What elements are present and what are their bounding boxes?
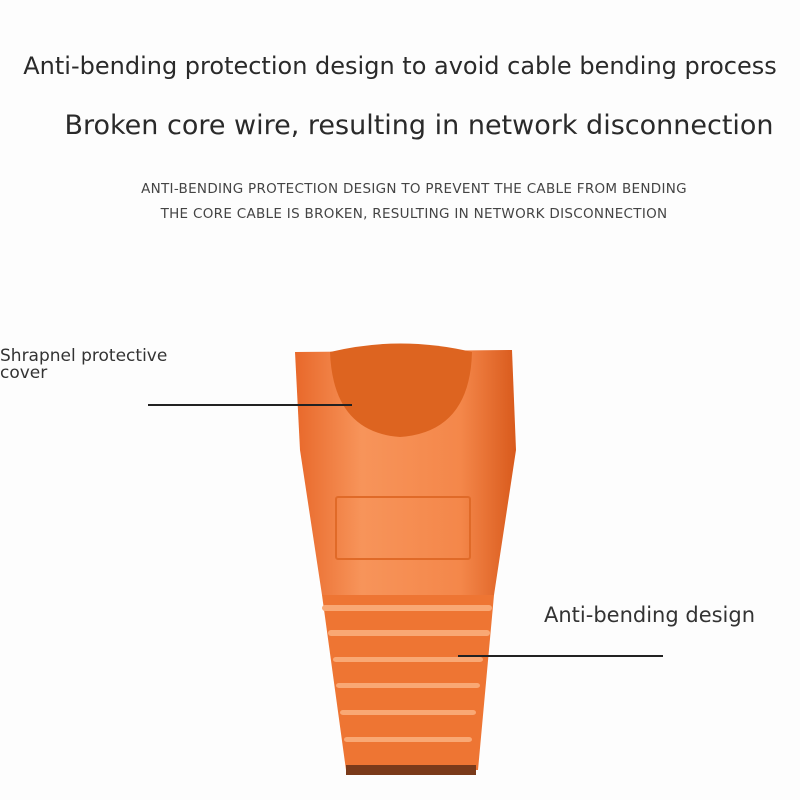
shrapnel-callout-line-2: cover (0, 363, 48, 383)
anti-bending-callout: Anti-bending design (544, 603, 756, 627)
anti-bending-ribs (322, 605, 492, 742)
label-panel (335, 496, 471, 560)
shrapnel-cover-dome (330, 343, 472, 437)
shrapnel-callout-line-1: Shrapnel protective (0, 346, 168, 366)
headline-line-1: Anti-bending protection design to avoid … (23, 52, 777, 80)
subheadline-line-1: ANTI-BENDING PROTECTION DESIGN TO PREVEN… (141, 181, 687, 197)
headline-line-2: Broken core wire, resulting in network d… (64, 110, 774, 141)
subheadline-line-2: THE CORE CABLE IS BROKEN, RESULTING IN N… (160, 206, 668, 222)
shrapnel-cover-callout: Shrapnel protective cover (0, 348, 167, 382)
